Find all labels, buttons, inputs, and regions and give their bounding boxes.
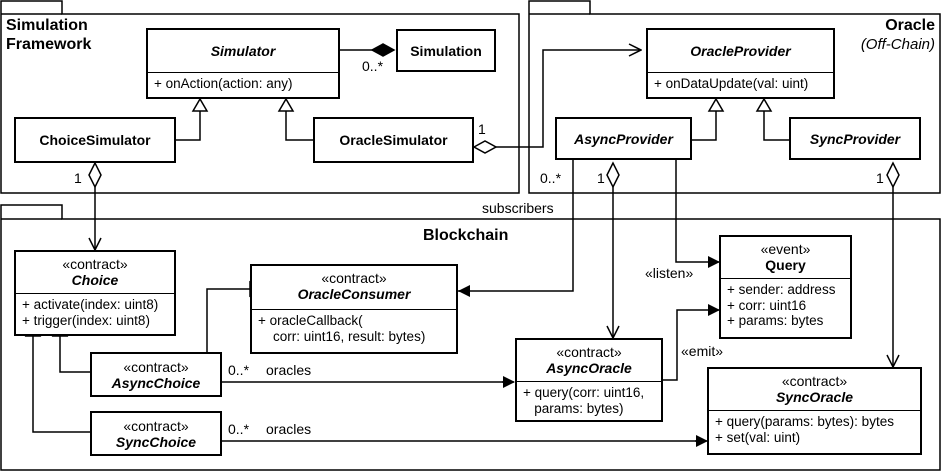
generalization-syncprovider <box>763 110 789 141</box>
role-label-oracles: oracles <box>266 421 312 437</box>
stereotype-label-emit: «emit» <box>681 343 724 359</box>
aggregation-diamond-asyncprovider <box>606 161 620 189</box>
class-oracle-simulator[interactable]: OracleSimulator <box>313 117 474 163</box>
class-sync-provider-name: SyncProvider <box>809 130 901 147</box>
class-oracle-consumer-stereotype: «contract» <box>321 270 387 286</box>
package-oracle-frame <box>528 0 941 194</box>
class-sync-oracle-stereotype: «contract» <box>781 373 848 389</box>
multiplicity-label: 1 <box>478 121 486 137</box>
dependency-emit <box>663 309 718 381</box>
class-choice-name: Choice <box>71 272 119 288</box>
class-oracle-consumer-op: + oracleCallback( <box>258 313 363 328</box>
aggregation-diamond-oraclesim <box>472 140 498 154</box>
class-query[interactable]: «event» Query + sender: address + corr: … <box>719 235 852 339</box>
dependency-listen <box>675 160 718 263</box>
gen-head-oraclesim <box>277 97 295 112</box>
class-choice-op: + trigger(index: uint8) <box>22 312 150 328</box>
generalization-choicesim <box>176 110 201 141</box>
gen-head-syncprovider <box>755 97 773 112</box>
class-sync-provider[interactable]: SyncProvider <box>789 117 921 160</box>
class-choice[interactable]: «contract» Choice + activate(index: uint… <box>14 250 176 336</box>
class-oracle-provider[interactable]: OracleProvider + onDataUpdate(val: uint) <box>646 28 835 99</box>
role-label-oracles: oracles <box>266 362 312 378</box>
class-sync-oracle-op: + set(val: uint) <box>715 429 801 445</box>
gen-head-choicesim <box>191 97 209 112</box>
package-simulation-frame <box>0 0 520 194</box>
package-oracle-name: Oracle <box>885 17 935 34</box>
class-choice-op: + activate(index: uint8) <box>22 297 159 312</box>
association-oraclesim-provider <box>496 50 641 148</box>
class-oracle-consumer[interactable]: «contract» OracleConsumer + oracleCallba… <box>250 264 458 354</box>
class-oracle-provider-name: OracleProvider <box>690 43 791 59</box>
class-query-name: Query <box>765 257 806 273</box>
class-sync-oracle-op: + query(params: bytes): bytes <box>715 414 894 429</box>
composition-diamond <box>370 43 396 57</box>
class-simulation[interactable]: Simulation <box>396 29 496 72</box>
class-sync-choice-stereotype: «contract» <box>123 417 189 434</box>
class-async-oracle[interactable]: «contract» AsyncOracle + query(corr: uin… <box>515 338 663 422</box>
class-oracle-consumer-op: corr: uint16, result: bytes) <box>258 328 426 344</box>
package-simulation-name-line1: Simulation <box>6 17 88 34</box>
multiplicity-label: 1 <box>597 170 605 186</box>
class-query-stereotype: «event» <box>760 241 811 257</box>
multiplicity-label: 0..* <box>228 362 250 378</box>
class-simulator-name: Simulator <box>210 43 276 59</box>
package-oracle-subtitle: (Off-Chain) <box>860 36 935 53</box>
class-async-provider-name: AsyncProvider <box>574 130 673 147</box>
class-simulator[interactable]: Simulator + onAction(action: any) <box>146 28 340 99</box>
aggregation-diamond-choicesim <box>88 161 102 189</box>
package-blockchain-name: Blockchain <box>423 227 509 244</box>
package-blockchain-frame <box>0 204 941 471</box>
class-async-provider[interactable]: AsyncProvider <box>555 117 692 160</box>
class-simulation-name: Simulation <box>410 42 482 59</box>
generalization-asyncchoice-consumer <box>206 288 250 368</box>
class-oracle-simulator-name: OracleSimulator <box>339 132 448 148</box>
class-async-oracle-name: AsyncOracle <box>546 360 632 376</box>
multiplicity-label: 1 <box>876 170 884 186</box>
class-choice-simulator-name: ChoiceSimulator <box>39 132 151 148</box>
multiplicity-label: 0..* <box>228 421 250 437</box>
class-async-choice-stereotype: «contract» <box>123 358 189 375</box>
class-async-oracle-op: params: bytes) <box>523 400 624 416</box>
class-simulator-op: + onAction(action: any) <box>154 76 293 91</box>
association-subscribers <box>458 160 574 292</box>
class-sync-choice[interactable]: «contract» SyncChoice <box>90 411 222 456</box>
class-oracle-provider-op: + onDataUpdate(val: uint) <box>654 76 809 91</box>
generalization-oraclesim <box>285 110 313 141</box>
multiplicity-label: 0..* <box>540 170 562 186</box>
class-async-oracle-stereotype: «contract» <box>556 344 622 360</box>
class-async-choice-name: AsyncChoice <box>111 374 201 391</box>
aggregation-diamond-syncprovider <box>886 161 900 189</box>
class-choice-simulator[interactable]: ChoiceSimulator <box>14 117 176 163</box>
generalization-syncchoice-choice <box>32 336 90 433</box>
generalization-asyncchoice-choice <box>59 336 90 373</box>
multiplicity-label: 1 <box>74 170 82 186</box>
class-sync-choice-name: SyncChoice <box>115 433 197 450</box>
class-async-choice[interactable]: «contract» AsyncChoice <box>90 352 222 397</box>
multiplicity-label: 0..* <box>362 58 384 74</box>
class-sync-oracle[interactable]: «contract» SyncOracle + query(params: by… <box>707 367 922 455</box>
role-label-subscribers: subscribers <box>482 200 554 216</box>
class-oracle-consumer-name: OracleConsumer <box>297 286 411 302</box>
class-async-oracle-op: + query(corr: uint16, <box>523 385 645 400</box>
class-sync-oracle-name: SyncOracle <box>775 389 854 405</box>
gen-head-asyncprovider <box>707 97 725 112</box>
class-query-field: + sender: address <box>727 282 836 297</box>
package-simulation-name-line2: Framework <box>6 36 92 53</box>
class-choice-stereotype: «contract» <box>62 256 128 272</box>
class-query-field: + corr: uint16 <box>727 297 807 313</box>
class-query-field: + params: bytes <box>727 313 824 328</box>
stereotype-label-listen: «listen» <box>645 265 694 281</box>
generalization-asyncprovider <box>692 110 717 141</box>
